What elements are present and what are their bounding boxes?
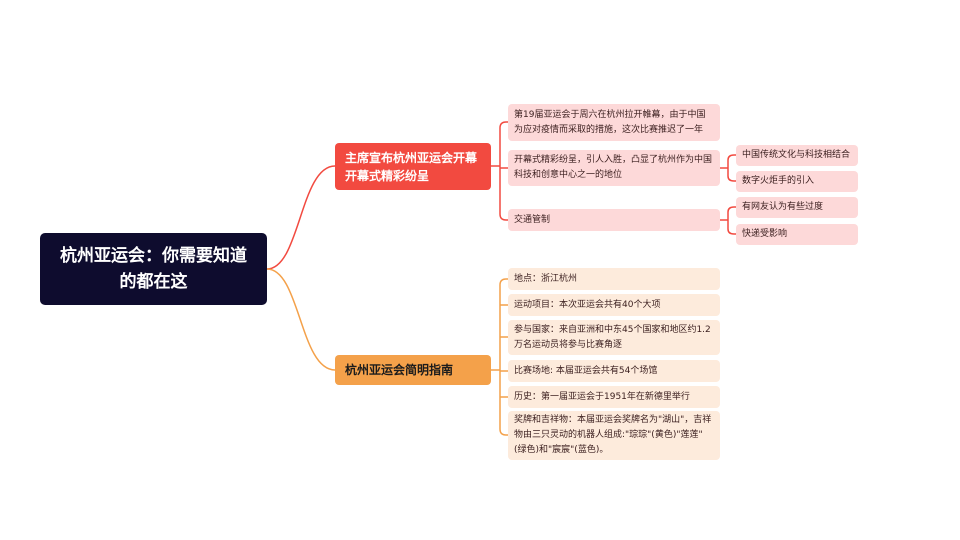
leaf-culture-tech[interactable]: 中国传统文化与科技相结合 xyxy=(736,145,858,166)
connector-leaf2-sub xyxy=(720,154,736,182)
leaf-history[interactable]: 历史：第一届亚运会于1951年在新德里举行 xyxy=(508,386,720,408)
leaf-countries[interactable]: 参与国家：来自亚洲和中东45个国家和地区约1.2万名运动员将参与比赛角逐 xyxy=(508,320,720,355)
leaf-delivery[interactable]: 快递受影响 xyxy=(736,224,858,245)
connector-leaf3-sub xyxy=(720,206,736,235)
connector-branch2-leaves xyxy=(491,278,508,436)
connector-root-branch2 xyxy=(266,268,336,371)
connector-root-branch1 xyxy=(266,165,336,270)
root-node[interactable]: 杭州亚运会：你需要知道的都在这 xyxy=(40,233,267,305)
leaf-medals-mascots[interactable]: 奖牌和吉祥物：本届亚运会奖牌名为"湖山"，吉祥物由三只灵动的机器人组成:"琮琮"… xyxy=(508,411,720,460)
leaf-location[interactable]: 地点：浙江杭州 xyxy=(508,268,720,290)
leaf-ceremony[interactable]: 开幕式精彩纷呈，引人入胜，凸显了杭州作为中国科技和创意中心之一的地位 xyxy=(508,150,720,186)
leaf-traffic[interactable]: 交通管制 xyxy=(508,209,720,231)
connector-branch1-leaves xyxy=(491,121,508,221)
branch-opening[interactable]: 主席宣布杭州亚运会开幕开幕式精彩纷呈 xyxy=(335,143,491,190)
leaf-postponed[interactable]: 第19届亚运会于周六在杭州拉开帷幕，由于中国为应对疫情而采取的措施，这次比赛推迟… xyxy=(508,104,720,141)
leaf-digital-torch[interactable]: 数字火炬手的引入 xyxy=(736,171,858,192)
branch-guide[interactable]: 杭州亚运会简明指南 xyxy=(335,355,491,385)
leaf-sports[interactable]: 运动项目：本次亚运会共有40个大项 xyxy=(508,294,720,316)
leaf-venues[interactable]: 比赛场地: 本届亚运会共有54个场馆 xyxy=(508,360,720,382)
leaf-netizens[interactable]: 有网友认为有些过度 xyxy=(736,197,858,218)
